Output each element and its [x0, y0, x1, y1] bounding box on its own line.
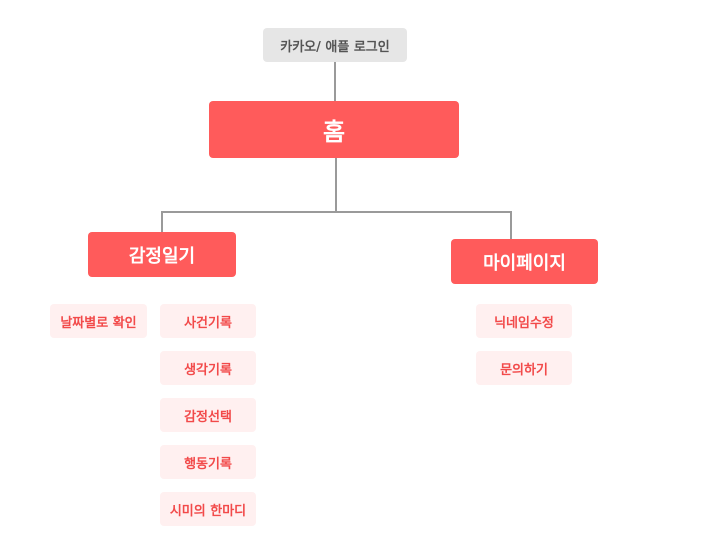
mypage-node: 마이페이지: [451, 239, 598, 284]
mypage-child-inquiry: 문의하기: [476, 351, 572, 385]
diary-child-emotion: 감정선택: [160, 398, 256, 432]
login-node: 카카오/ 애플 로그인: [263, 28, 407, 62]
diary-node: 감정일기: [88, 232, 236, 277]
diary-child-thought: 생각기록: [160, 351, 256, 385]
mypage-child-nickname: 닉네임수정: [476, 304, 572, 338]
diary-child-action: 행동기록: [160, 445, 256, 479]
diary-child-date: 날짜별로 확인: [50, 304, 147, 338]
diary-child-event: 사건기록: [160, 304, 256, 338]
home-node: 홈: [209, 101, 459, 158]
diary-child-simi-comment: 시미의 한마디: [160, 492, 256, 526]
